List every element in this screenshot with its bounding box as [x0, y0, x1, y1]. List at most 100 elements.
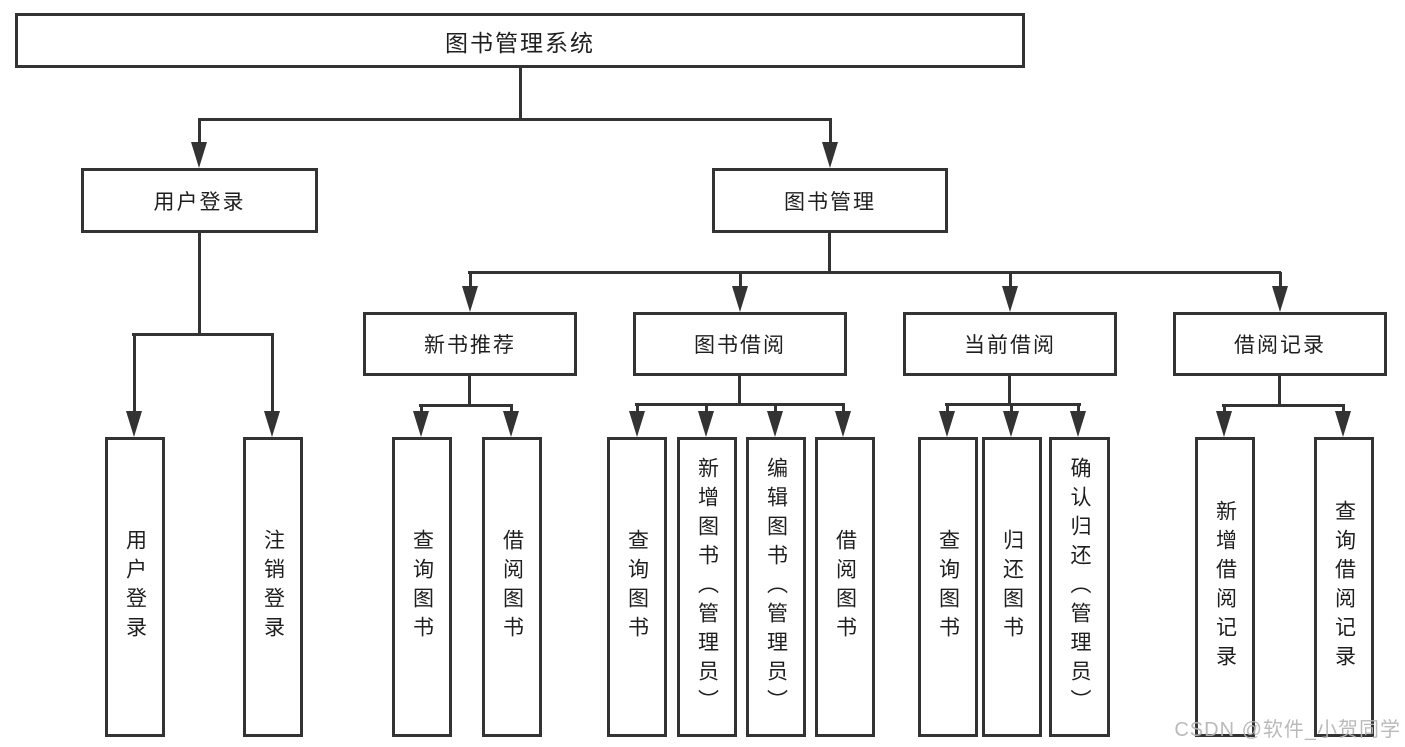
- connector-book-borrow-branch: [635, 403, 845, 406]
- arrow-stem: [635, 404, 639, 411]
- arrow-stem: [773, 404, 777, 411]
- arrowhead-down-icon: [503, 411, 519, 437]
- leaf-edit-books-admin: 编辑图书（管理员）: [746, 437, 806, 737]
- node-current-borrow: 当前借阅: [903, 312, 1117, 376]
- arrowhead-down-icon: [629, 411, 645, 437]
- leaf-edit-books-admin-label: 编辑图书（管理员）: [764, 456, 788, 718]
- arrow-to-leaf-return-books: [1003, 404, 1019, 437]
- arrow-to-leaf-edit-books: [767, 404, 783, 437]
- arrowhead-down-icon: [767, 411, 783, 437]
- leaf-add-borrow-record-label: 新增借阅记录: [1213, 500, 1237, 674]
- arrowhead-down-icon: [413, 411, 429, 437]
- node-user-login: 用户登录: [81, 168, 318, 233]
- connector-new-book-branch: [419, 404, 513, 407]
- arrow-to-leaf-add-books: [698, 404, 714, 437]
- node-new-book-recommend-label: 新书推荐: [424, 334, 516, 357]
- leaf-logout-label: 注销登录: [261, 529, 285, 645]
- leaf-query-books-current-label: 查询图书: [936, 529, 960, 645]
- leaf-borrow-books: 借阅图书: [815, 437, 875, 737]
- leaf-query-books-borrow: 查询图书: [607, 437, 667, 737]
- arrowhead-down-icon: [191, 142, 207, 168]
- leaf-query-borrow-record: 查询借阅记录: [1314, 437, 1374, 737]
- connector-borrow-records-stub: [1278, 376, 1281, 406]
- arrowhead-down-icon: [264, 411, 280, 437]
- node-new-book-recommend: 新书推荐: [363, 312, 577, 376]
- arrow-to-leaf-query-books-recommend: [413, 405, 429, 437]
- leaf-add-books-admin-label: 新增图书（管理员）: [695, 456, 719, 718]
- arrowhead-down-icon: [462, 286, 478, 312]
- arrowhead-down-icon: [939, 411, 955, 437]
- leaf-borrow-books-recommend-label: 借阅图书: [500, 529, 524, 645]
- node-borrow-records: 借阅记录: [1173, 312, 1387, 376]
- leaf-query-borrow-record-label: 查询借阅记录: [1332, 500, 1356, 674]
- node-borrow-records-label: 借阅记录: [1234, 334, 1326, 357]
- connector-user-login-branch: [132, 333, 274, 336]
- arrow-stem: [738, 272, 742, 286]
- arrow-to-user-login: [191, 119, 207, 168]
- arrow-to-leaf-user-login: [126, 334, 142, 437]
- arrow-to-leaf-confirm-return: [1070, 404, 1086, 437]
- arrow-stem: [1009, 404, 1013, 411]
- arrow-stem: [419, 405, 423, 411]
- csdn-watermark: CSDN @软件_小贺同学: [1174, 719, 1401, 741]
- arrow-to-leaf-borrow-books-recommend: [503, 405, 519, 437]
- node-root-label: 图书管理系统: [445, 29, 595, 56]
- leaf-return-books-label: 归还图书: [1000, 529, 1024, 645]
- connector-current-borrow-stub: [1008, 376, 1011, 405]
- node-book-management: 图书管理: [712, 168, 948, 233]
- arrowhead-down-icon: [1070, 411, 1086, 437]
- connector-level2-branch: [468, 271, 1281, 274]
- arrow-to-leaf-query-borrow-record: [1335, 405, 1351, 437]
- arrowhead-down-icon: [1272, 286, 1288, 312]
- arrowhead-down-icon: [126, 411, 142, 437]
- arrow-to-book-borrow: [732, 272, 748, 312]
- arrow-to-new-book-recommend: [462, 272, 478, 312]
- node-user-login-label: 用户登录: [153, 190, 246, 214]
- connector-user-login-stub: [198, 233, 201, 336]
- connector-book-borrow-stub: [738, 376, 741, 405]
- arrow-stem: [1076, 404, 1080, 411]
- arrowhead-down-icon: [698, 411, 714, 437]
- leaf-user-login: 用户登录: [105, 437, 165, 737]
- leaf-query-books-borrow-label: 查询图书: [625, 529, 649, 645]
- arrow-stem: [1341, 405, 1345, 411]
- arrowhead-down-icon: [732, 286, 748, 312]
- arrow-stem: [468, 272, 472, 286]
- leaf-return-books: 归还图书: [982, 437, 1042, 737]
- arrowhead-down-icon: [1335, 411, 1351, 437]
- leaf-user-login-label: 用户登录: [123, 529, 147, 645]
- arrowhead-down-icon: [835, 411, 851, 437]
- leaf-add-borrow-record: 新增借阅记录: [1195, 437, 1255, 737]
- arrow-stem: [828, 119, 832, 142]
- arrow-to-current-borrow: [1002, 272, 1018, 312]
- connector-current-borrow-branch: [945, 403, 1081, 406]
- arrow-stem: [132, 334, 136, 411]
- arrowhead-down-icon: [1002, 286, 1018, 312]
- arrow-stem: [197, 119, 201, 142]
- leaf-borrow-books-recommend: 借阅图书: [482, 437, 542, 737]
- node-book-borrow-label: 图书借阅: [694, 334, 786, 357]
- leaf-borrow-books-label: 借阅图书: [833, 529, 857, 645]
- node-root-system: 图书管理系统: [15, 13, 1025, 68]
- leaf-confirm-return-admin-label: 确认归还（管理员）: [1068, 456, 1091, 718]
- arrow-stem: [1278, 272, 1282, 286]
- leaf-add-books-admin: 新增图书（管理员）: [677, 437, 737, 737]
- arrow-to-borrow-records: [1272, 272, 1288, 312]
- arrow-stem: [704, 404, 708, 411]
- arrow-stem: [270, 334, 274, 411]
- arrow-stem: [1222, 405, 1226, 411]
- connector-borrow-records-branch: [1222, 404, 1345, 407]
- arrow-to-leaf-borrow-books: [835, 404, 851, 437]
- arrow-to-leaf-add-borrow-record: [1216, 405, 1232, 437]
- connector-level1-branch: [198, 118, 832, 121]
- arrow-stem: [945, 404, 949, 411]
- connector-new-book-stub: [468, 376, 471, 406]
- connector-book-mgmt-stub: [828, 233, 831, 273]
- leaf-logout: 注销登录: [243, 437, 303, 737]
- arrow-to-leaf-logout: [264, 334, 280, 437]
- arrow-to-leaf-query-books-borrow: [629, 404, 645, 437]
- connector-root-stub: [519, 68, 522, 120]
- arrowhead-down-icon: [1003, 411, 1019, 437]
- leaf-query-books-recommend-label: 查询图书: [410, 529, 434, 645]
